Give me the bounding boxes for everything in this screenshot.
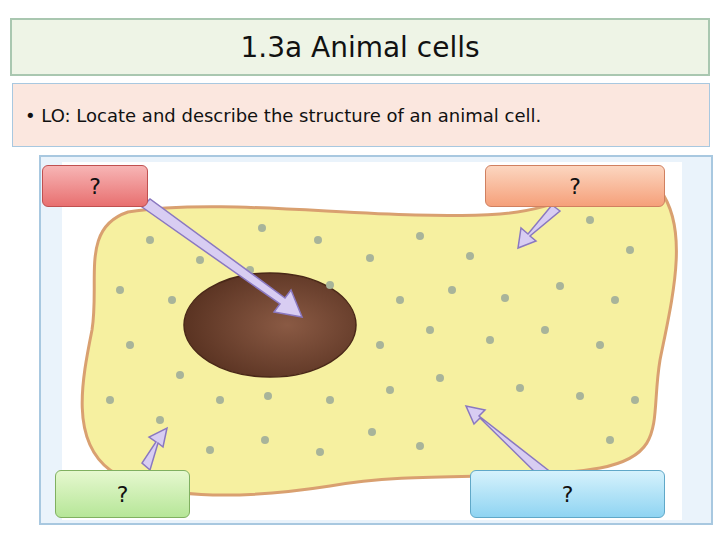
title-text: 1.3a Animal cells	[240, 31, 479, 64]
label-text: ?	[569, 174, 581, 199]
label-text: ?	[562, 482, 574, 507]
objective-text: • LO: Locate and describe the structure …	[25, 105, 541, 126]
cytoplasm-dots	[106, 216, 639, 456]
title-box: 1.3a Animal cells	[10, 18, 710, 76]
cell-membrane	[82, 180, 676, 495]
label-box: ?	[42, 165, 148, 207]
pointer-arrows	[142, 199, 560, 477]
panel	[40, 156, 712, 524]
objective-box: • LO: Locate and describe the structure …	[12, 83, 710, 147]
label-box: ?	[470, 470, 665, 518]
panel-ground	[62, 162, 682, 520]
label-text: ?	[117, 482, 129, 507]
label-box: ?	[485, 165, 665, 207]
label-box: ?	[55, 470, 190, 518]
label-text: ?	[89, 174, 101, 199]
